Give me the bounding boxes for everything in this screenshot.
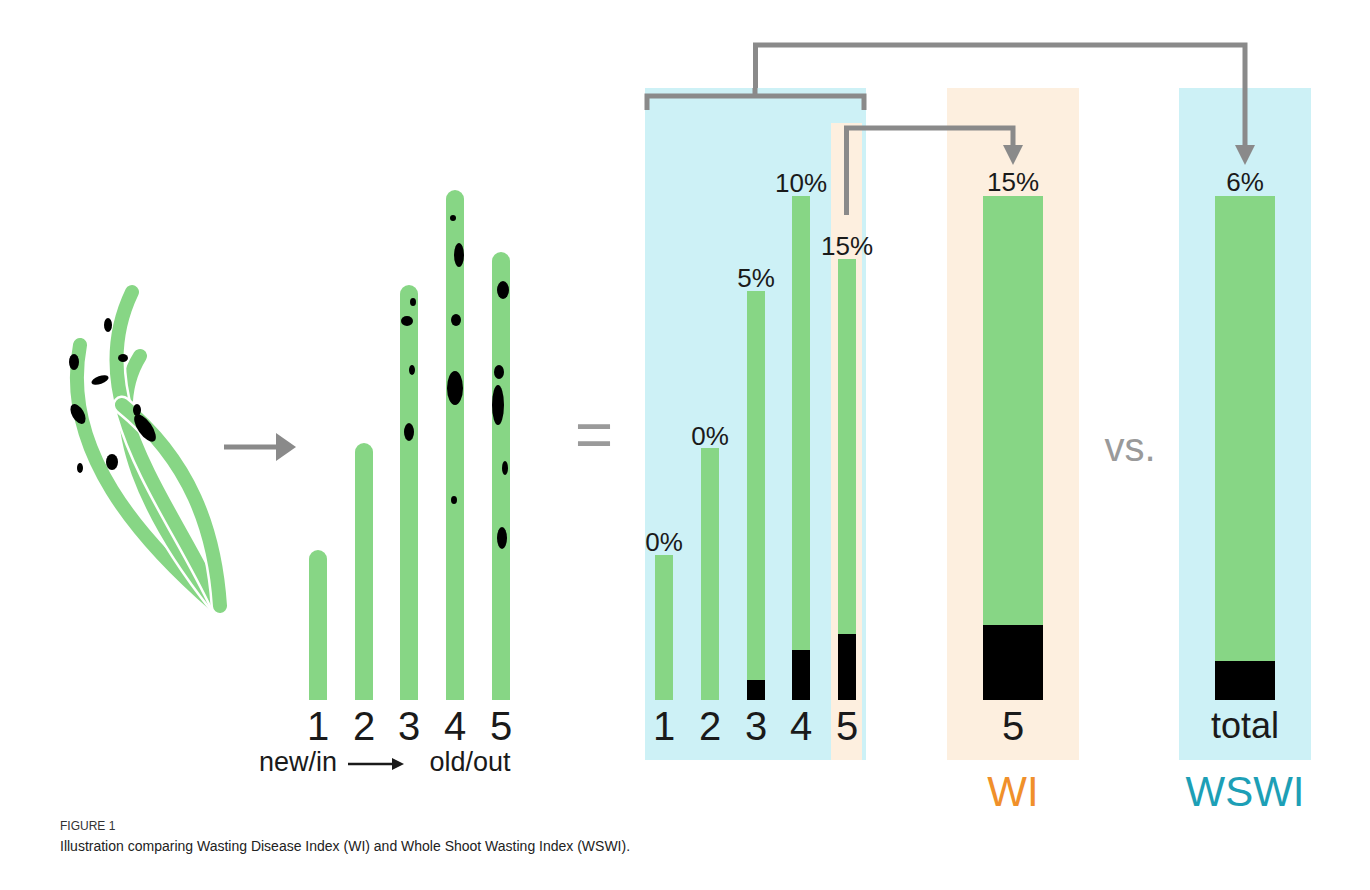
leaf-number: 3: [398, 704, 420, 748]
leaf-number: 4: [444, 704, 466, 748]
process-arrow: [224, 433, 296, 461]
versus-label: vs.: [1104, 425, 1155, 469]
leaf-number: 1: [307, 704, 329, 748]
blue-panel: [645, 88, 866, 760]
index-name: WSWI: [1186, 769, 1305, 815]
bar-label: 15%: [987, 168, 1039, 197]
age-label: old/out: [429, 748, 510, 778]
leaf-number: 5: [490, 704, 512, 748]
bar-label: 0%: [691, 422, 729, 451]
equals-sign: =: [575, 398, 614, 471]
age-label: new/in: [259, 748, 337, 778]
orange-strip: [831, 123, 862, 760]
index-name: 5%: [737, 264, 775, 293]
bar-label: 3: [745, 704, 767, 748]
age-arrow: [348, 758, 404, 770]
bar-label: 15%: [821, 232, 873, 261]
bracket: [647, 88, 864, 110]
leaf-bars: [309, 190, 510, 700]
figure-caption: Illustration comparing Wasting Disease I…: [60, 839, 630, 854]
bar-label: 10%: [775, 169, 827, 198]
bar-label: 4: [790, 704, 812, 748]
connector-arrow: [756, 45, 1246, 158]
wi-panel: 15%5WI: [947, 88, 1079, 760]
bar-label: 5: [1002, 704, 1024, 748]
leaf-number: 2: [353, 704, 375, 748]
bar-label: total: [1211, 706, 1279, 746]
index-name: WI: [987, 769, 1038, 815]
seagrass-shoot: [77, 292, 220, 606]
index-bars: [655, 196, 1275, 700]
figure-number: FIGURE 1: [60, 820, 115, 833]
bar-label: 1: [653, 704, 675, 748]
lesions: [67, 318, 160, 473]
bar-label: 2: [699, 704, 721, 748]
bar-label: 0%: [645, 528, 683, 557]
bar-panel: 0% 0% 5% 10% 1234 15%5: [645, 88, 866, 760]
blue-panel: [1179, 88, 1311, 760]
bar-label: 5: [836, 704, 858, 748]
wswi-panel: 6%totalWSWI: [1179, 88, 1311, 760]
leaf-lesions: [401, 215, 509, 549]
highlight-strip: 15%5: [831, 123, 862, 760]
bar-label: 6%: [1226, 168, 1264, 197]
orange-panel: [947, 88, 1079, 760]
